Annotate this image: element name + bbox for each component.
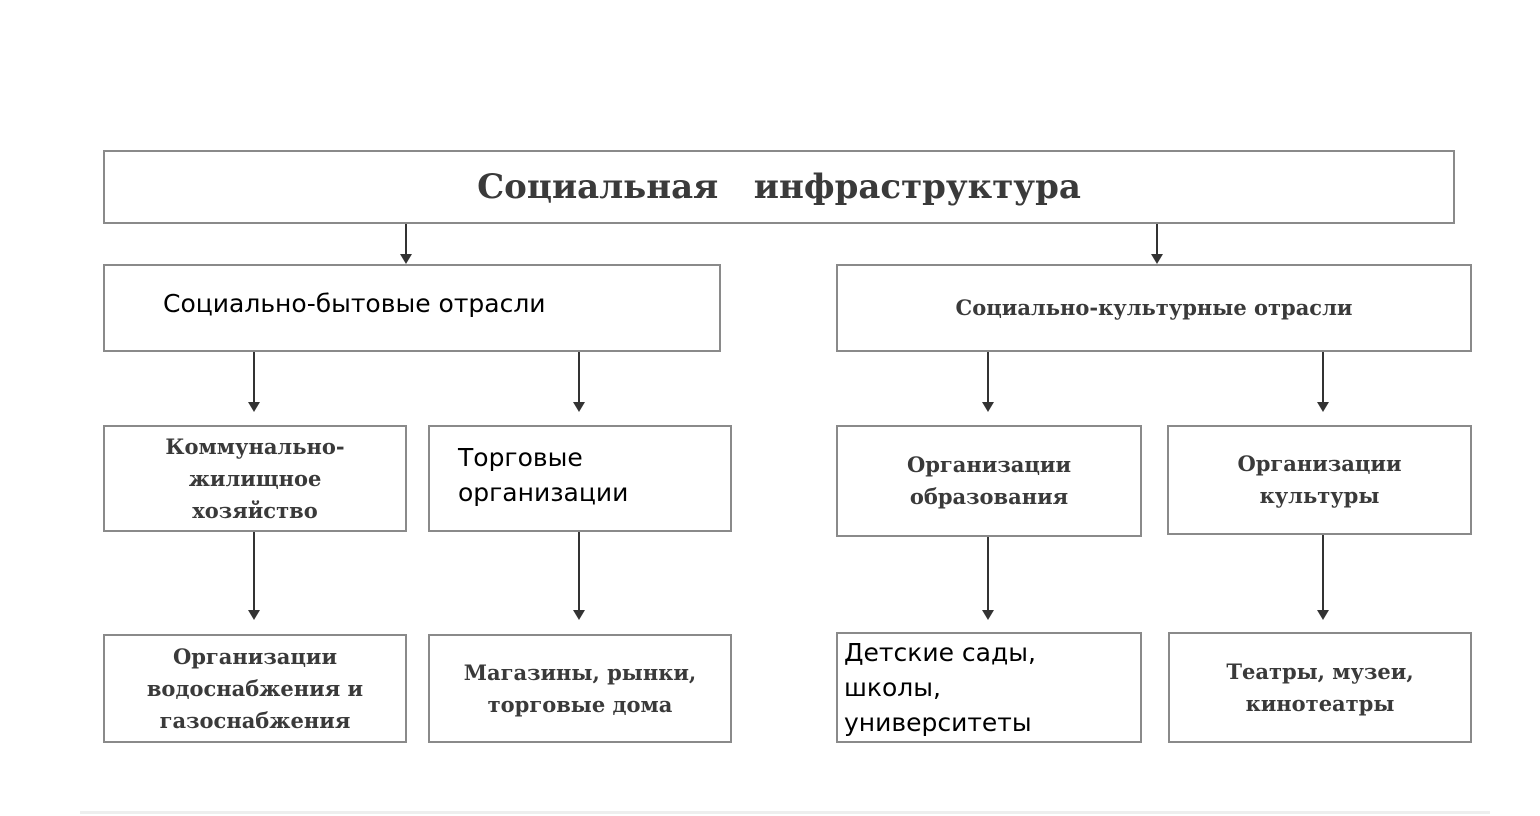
social-household-box: Социально-бытовые отрасли (103, 264, 721, 352)
theatres-label: Театры, музеи, кинотеатры (1226, 658, 1414, 716)
schools-label: Детские сады, школы, университеты (844, 638, 1036, 737)
arrow (1151, 224, 1163, 264)
arrow (1317, 352, 1329, 412)
culture-box: Организации культуры (1167, 425, 1472, 535)
shops-box: Магазины, рынки, торговые дома (428, 634, 732, 743)
arrow (982, 352, 994, 412)
arrow (248, 532, 260, 620)
education-box: Организации образования (836, 425, 1142, 537)
divider (80, 811, 1490, 814)
education-label: Организации образования (906, 452, 1072, 509)
root-box: Социальная инфраструктура (103, 150, 1455, 224)
trade-box: Торговые организации (428, 425, 732, 532)
water-gas-box: Организации водоснабжения и газоснабжени… (103, 634, 407, 743)
social-cultural-box: Социально-культурные отрасли (836, 264, 1472, 352)
theatres-box: Театры, музеи, кинотеатры (1168, 632, 1472, 743)
arrow (982, 537, 994, 620)
arrow (573, 532, 585, 620)
schools-box: Детские сады, школы, университеты (836, 632, 1142, 743)
culture-label: Организации культуры (1237, 451, 1402, 508)
arrow (248, 352, 260, 412)
housing-box: Коммунально-жилищное хозяйство (103, 425, 407, 532)
social-cultural-label: Социально-культурные отрасли (955, 295, 1353, 320)
trade-label: Торговые организации (458, 443, 629, 507)
water-gas-label: Организации водоснабжения и газоснабжени… (146, 643, 364, 733)
housing-label: Коммунально-жилищное хозяйство (165, 433, 345, 523)
arrow (400, 224, 412, 264)
arrow (573, 352, 585, 412)
root-label: Социальная инфраструктура (477, 167, 1081, 207)
shops-label: Магазины, рынки, торговые дома (463, 659, 697, 717)
social-household-label: Социально-бытовые отрасли (163, 289, 546, 318)
arrow (1317, 535, 1329, 620)
